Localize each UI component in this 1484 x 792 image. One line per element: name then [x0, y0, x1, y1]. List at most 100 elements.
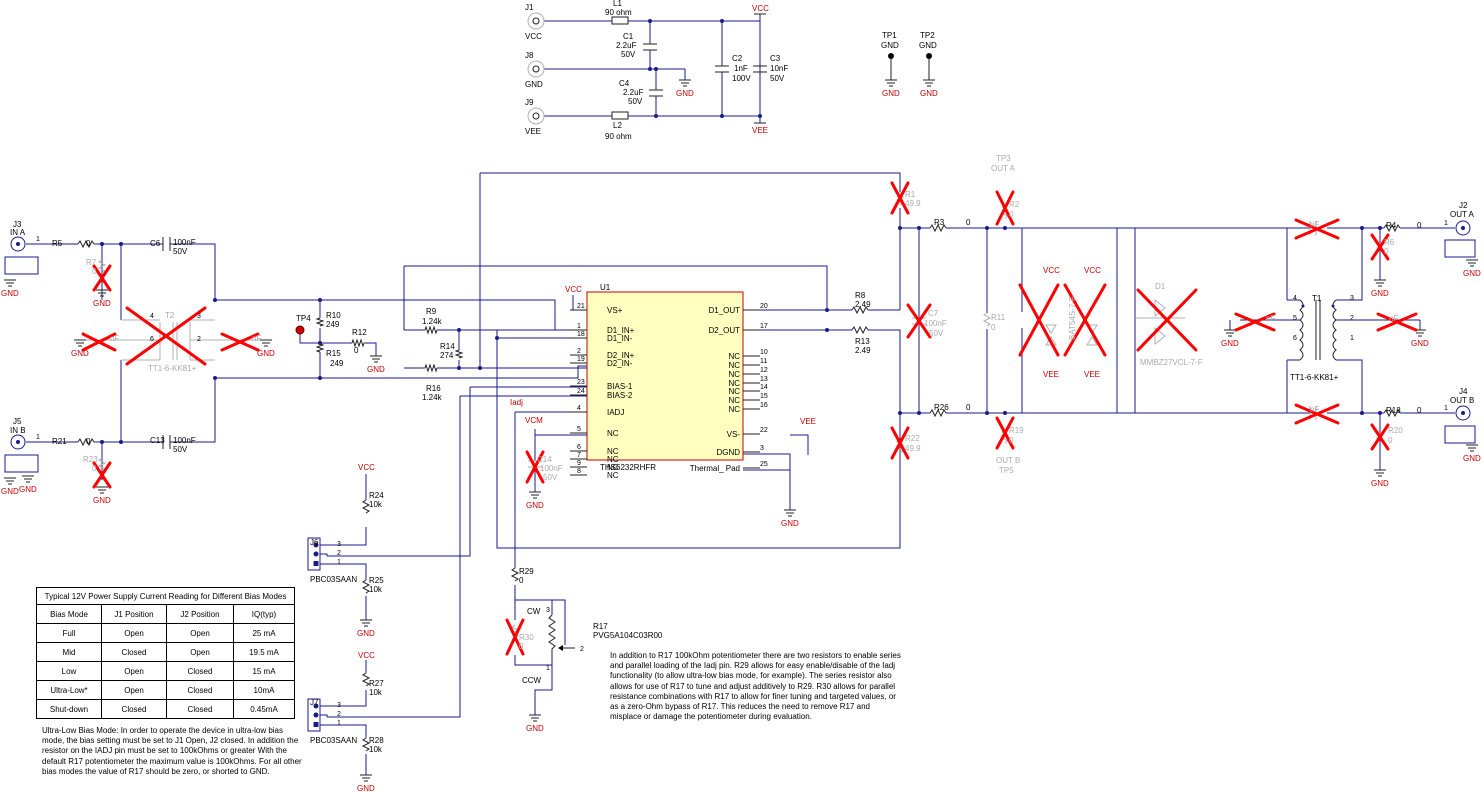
pin-label: 1 — [36, 434, 40, 441]
table-cell: Full — [36, 623, 102, 643]
pin-label: 6 — [150, 336, 154, 343]
r3-value: 0 — [966, 218, 971, 227]
d1-part: MMBZ27VCL-7-F — [1140, 358, 1203, 367]
u1-pin-number: 15 — [760, 393, 768, 400]
r14-ref: R14 — [440, 342, 455, 351]
u1-pin-number: 16 — [760, 402, 768, 409]
tp5-net: OUT B — [996, 456, 1020, 465]
resistor-r5 — [77, 239, 95, 249]
cap-nf: nF — [1389, 314, 1398, 323]
table-cell: 0.45mA — [233, 699, 295, 719]
j3-ref: J3 — [13, 220, 22, 229]
c14-ref: C14 — [537, 455, 552, 464]
gnd-label: GND — [920, 89, 938, 98]
pin-label: 1 — [36, 236, 40, 243]
c1-ref: C1 — [623, 32, 634, 41]
u1-pin-number: 10 — [760, 349, 768, 356]
r24-value: 10k — [369, 500, 383, 509]
r10-value: 249 — [326, 320, 340, 329]
u1-pin-name: D2_IN- — [607, 359, 633, 368]
cap-nf: nF — [1310, 405, 1319, 414]
u1-pin-number: 5 — [577, 426, 581, 433]
j7-part: PBC03SAAN — [310, 736, 357, 745]
resistor-r8 — [851, 305, 869, 315]
r17-ref: R17 — [593, 622, 608, 631]
u1-pin-name: BIAS-2 — [607, 391, 633, 400]
vcc-label: VCC — [565, 285, 582, 294]
u1-pin-name: NC — [728, 405, 740, 414]
c4-value: 2.2uF — [623, 88, 644, 97]
u1-pin-number: 8 — [577, 468, 581, 475]
u1-pin-name: NC — [728, 379, 740, 388]
u1-pin-name: NC — [728, 370, 740, 379]
ultra-low-bias-note: Ultra-Low Bias Mode: In order to operate… — [42, 726, 302, 776]
resistor-r28 — [361, 737, 371, 752]
r6-value: 0 — [1384, 247, 1389, 256]
r12-ref: R12 — [352, 328, 367, 337]
resistor-r21 — [77, 437, 95, 447]
resistor-r15 — [315, 343, 325, 353]
r3-ref: R3 — [934, 218, 945, 227]
resistor-r13 — [851, 325, 869, 335]
resistors — [77, 223, 1401, 752]
u1-pin-name: NC — [607, 471, 619, 480]
r19-ref: R19 — [1009, 426, 1024, 435]
d1-ref: D1 — [1155, 282, 1166, 291]
c14-voltage: 50V — [543, 473, 558, 482]
r9-value: 1.24k — [422, 317, 443, 326]
r17-cw: CW — [527, 607, 541, 616]
c2-voltage: 100V — [732, 74, 751, 83]
pin-label: 3 — [197, 313, 201, 320]
u1-pin-number: 22 — [760, 427, 768, 434]
r29-ref: R29 — [519, 567, 534, 576]
j8-ref: J8 — [525, 51, 534, 60]
r13-value: 2.49 — [855, 346, 871, 355]
pin-label: 1 — [1444, 220, 1448, 227]
gnd-label: GND — [1463, 454, 1481, 463]
vee-label: VEE — [752, 126, 768, 135]
j1-net: VCC — [525, 32, 542, 41]
gnd-label: GND — [526, 501, 544, 510]
u1-pin-name: NC — [607, 447, 619, 456]
inductor-l1 — [611, 16, 629, 25]
table-cell: Open — [101, 680, 167, 700]
r7-ref: R7 — [86, 258, 97, 267]
gnd-label: GND — [257, 349, 275, 358]
r22-ref: R22 — [905, 434, 920, 443]
table-cell: Shut-down — [36, 699, 102, 719]
gnd-label: GND — [1, 289, 19, 298]
table-cell: Open — [166, 623, 234, 643]
resistor-r10 — [315, 317, 325, 327]
r2-ref: R2 — [1009, 200, 1020, 209]
gnd-label: GND — [1, 487, 19, 496]
table-cell: 15 mA — [233, 661, 295, 681]
vee-label: VEE — [1084, 370, 1100, 379]
u1-pin-name: D1_OUT — [708, 306, 740, 315]
r26-ref: R26 — [934, 403, 949, 412]
pin-label: 1 — [1350, 335, 1354, 342]
u1-pin-number: 3 — [760, 445, 764, 452]
r20-value: 0 — [1388, 436, 1393, 445]
j5-ref: J5 — [13, 417, 22, 426]
u1-pin-name: BIAS-1 — [607, 382, 633, 391]
gnd-label: GND — [93, 496, 111, 505]
pin-label: 4 — [1293, 295, 1297, 302]
r13-ref: R13 — [855, 337, 870, 346]
l1-value: 90 ohm — [605, 8, 632, 17]
r25-value: 10k — [369, 585, 383, 594]
r16-value: 1.24k — [422, 393, 443, 402]
r23-ref: R23 — [83, 455, 98, 464]
table-header: Bias Mode — [36, 604, 102, 624]
pin-label: 3 — [1350, 295, 1354, 302]
gnd-label: GND — [367, 365, 385, 374]
pin-label: 3 — [337, 702, 341, 709]
c13-ref: C13 — [150, 436, 165, 445]
r8-ref: R8 — [855, 291, 866, 300]
j9-net: VEE — [525, 127, 541, 136]
gnd-label: GND — [676, 89, 694, 98]
resistor-r27 — [361, 672, 371, 687]
c1-value: 2.2uF — [616, 41, 637, 50]
c6-voltage: 50V — [173, 247, 188, 256]
